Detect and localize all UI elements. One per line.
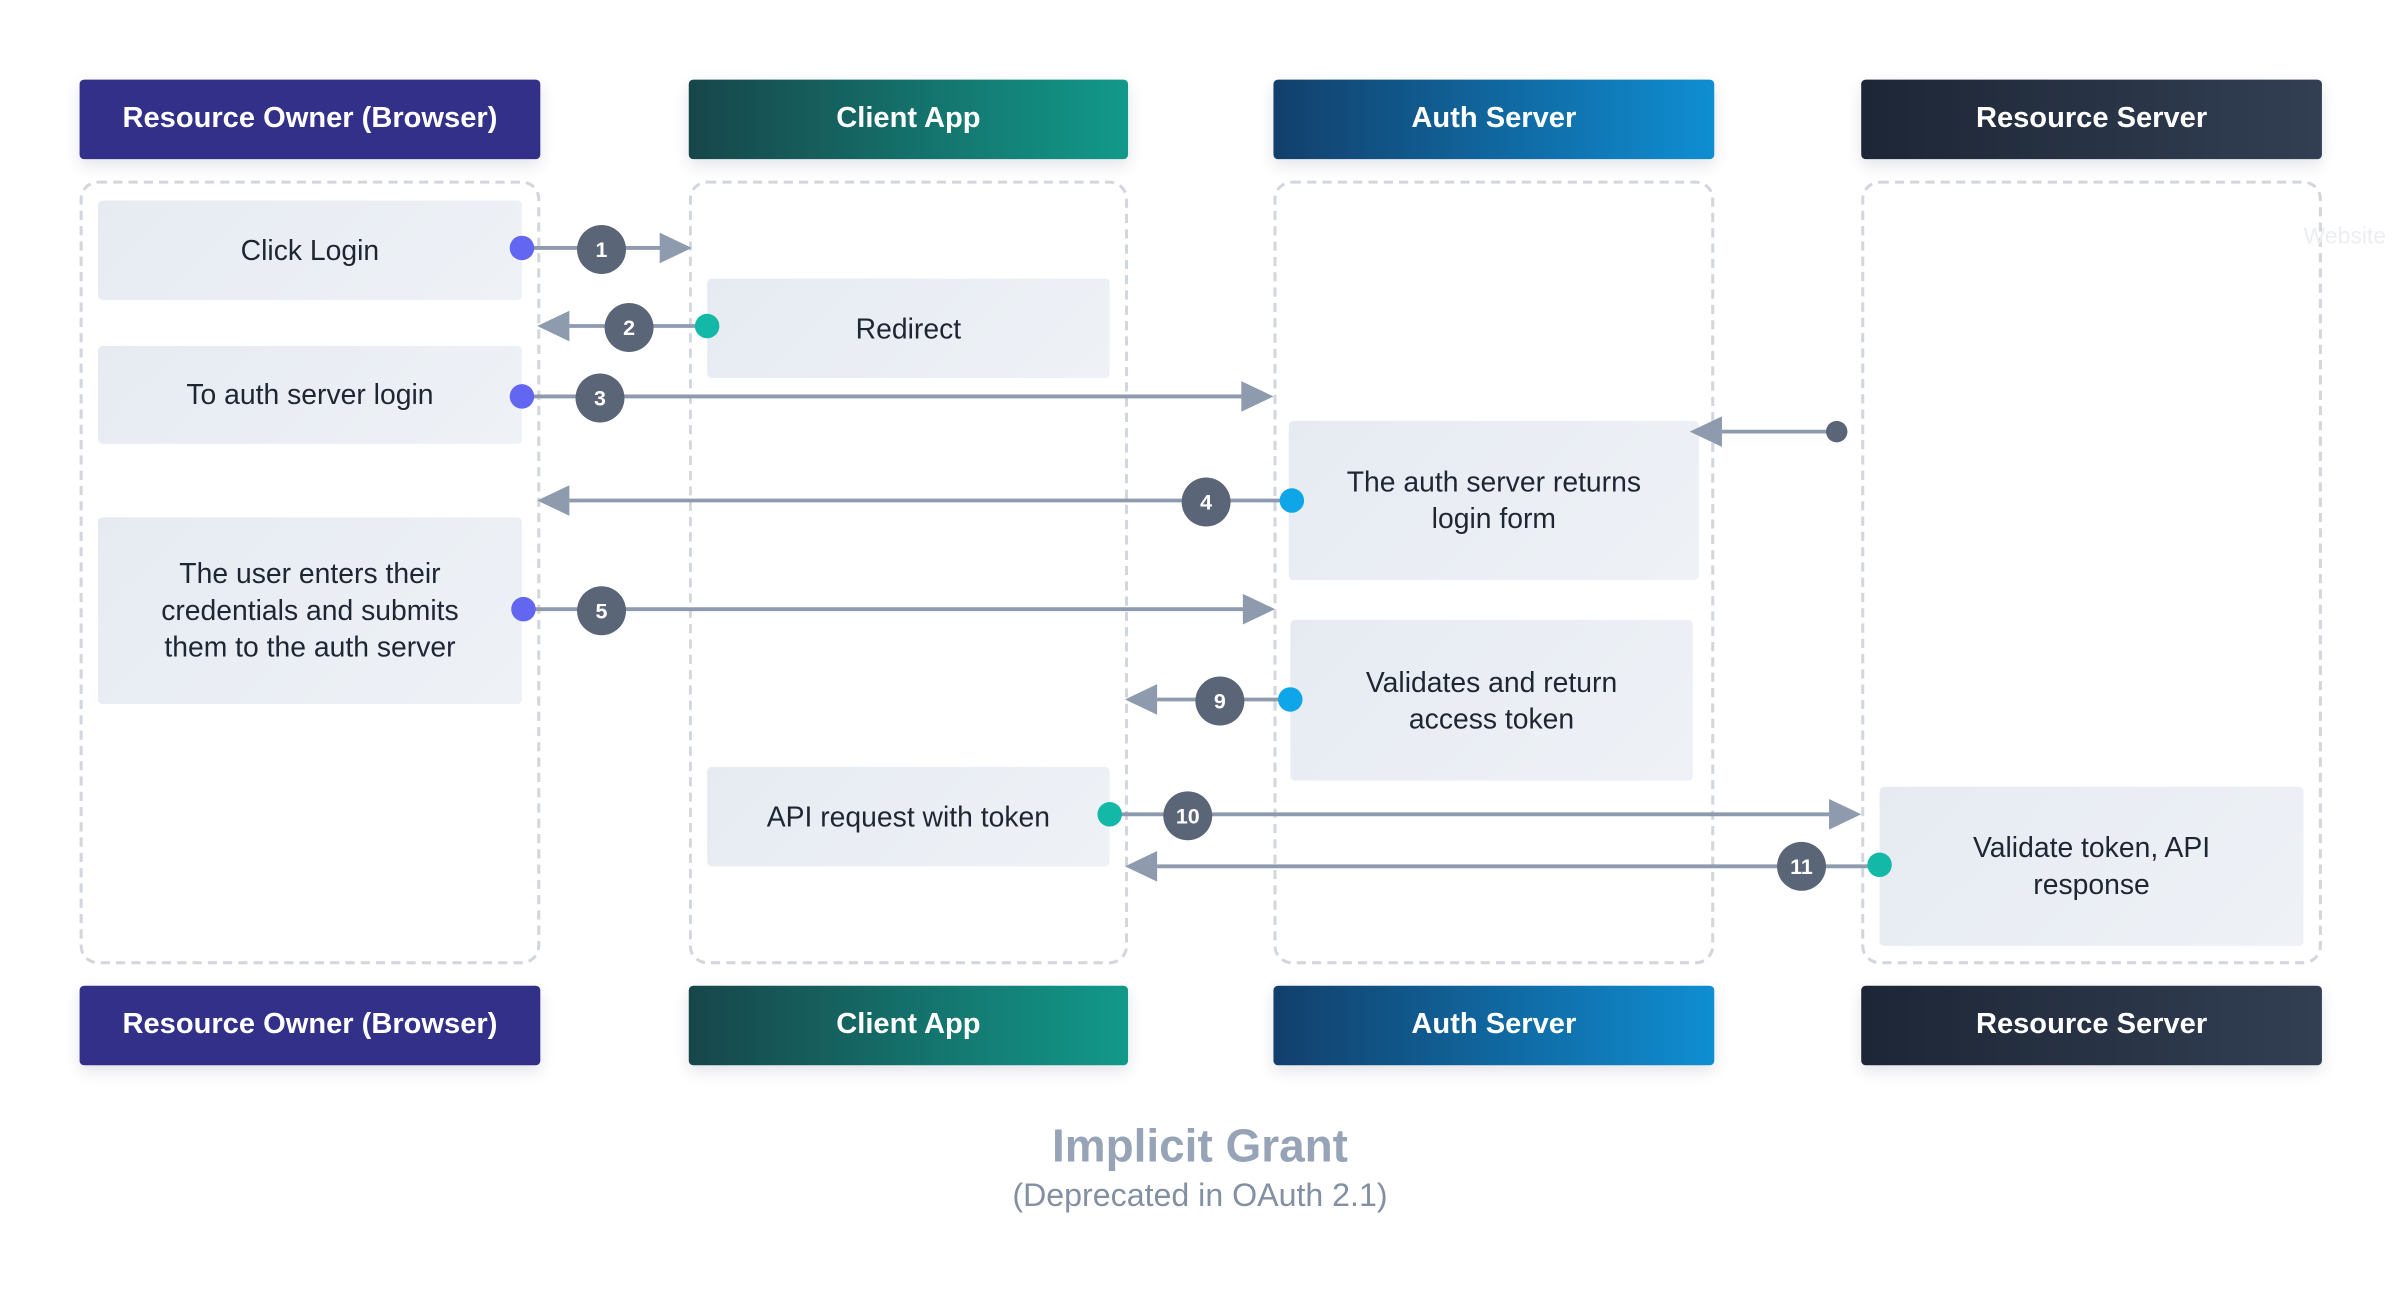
lane-auth-server [1273, 180, 1715, 965]
step-returns-login-form: The auth server returns login form [1288, 420, 1699, 581]
origin-dot [1278, 687, 1303, 712]
lane-header-resource-owner-bottom: Resource Owner (Browser) [79, 985, 541, 1066]
lane-client-app [688, 180, 1129, 965]
step-redirect: Redirect [707, 278, 1110, 379]
diagram-title: Implicit Grant [1052, 1121, 1348, 1173]
step-badge [1195, 676, 1245, 726]
lane-header-resource-server-top: Resource Server [1861, 79, 2322, 160]
origin-dot [1867, 852, 1892, 878]
origin-dot [1097, 802, 1122, 827]
step-validate-return-token: Validates and return access token [1290, 619, 1693, 781]
message-3-arrow: 3 [509, 373, 1274, 423]
origin-dot [1826, 420, 1848, 443]
message-1-arrow: 1 [509, 224, 692, 274]
message-unlabeled-arrow [1689, 416, 1848, 447]
message-11-arrow: 11 [1124, 841, 1892, 891]
badge-number: 4 [1200, 491, 1212, 515]
origin-dot [1279, 488, 1305, 513]
diagram-subtitle: (Deprecated in OAuth 2.1) [1012, 1178, 1388, 1214]
step-to-auth-server-login: To auth server login [97, 345, 522, 444]
origin-dot [509, 384, 535, 409]
step-badge [604, 303, 654, 353]
step-badge [577, 586, 627, 636]
lane-resource-server [1861, 180, 2322, 965]
step-badge [575, 373, 625, 423]
origin-dot [511, 596, 536, 622]
badge-number: 1 [596, 238, 608, 262]
message-10-arrow: 10 [1097, 791, 1862, 841]
lane-header-auth-server-bottom: Auth Server [1273, 985, 1715, 1066]
watermark: Website [2303, 223, 2387, 250]
badge-number: 3 [594, 387, 606, 411]
step-badge [1163, 791, 1213, 841]
step-enter-credentials: The user enters their credentials and su… [97, 517, 522, 705]
lane-header-client-app-bottom: Client App [688, 985, 1129, 1066]
step-badge [1777, 841, 1827, 891]
lane-header-resource-server-bottom: Resource Server [1861, 985, 2322, 1066]
badge-number: 11 [1790, 855, 1813, 879]
step-badge [1181, 477, 1231, 527]
badge-number: 2 [623, 316, 635, 340]
lane-resource-owner [79, 180, 541, 965]
step-badge [577, 224, 627, 274]
badge-number: 9 [1214, 690, 1226, 714]
badge-number: 10 [1176, 804, 1200, 828]
lane-header-client-app-top: Client App [688, 79, 1129, 160]
lane-header-auth-server-top: Auth Server [1273, 79, 1715, 160]
message-4-arrow: 4 [537, 477, 1305, 527]
lane-header-resource-owner-top: Resource Owner (Browser) [79, 79, 541, 160]
badge-number: 5 [596, 599, 608, 623]
message-2-arrow: 2 [537, 303, 720, 353]
step-api-request-with-token: API request with token [707, 766, 1110, 867]
origin-dot [509, 235, 535, 261]
message-9-arrow: 9 [1124, 676, 1303, 726]
origin-dot [694, 313, 720, 339]
message-5-arrow: 5 [511, 586, 1275, 636]
step-click-login: Click Login [97, 200, 522, 300]
step-validate-token-api-response: Validate token, API response [1879, 786, 2304, 946]
